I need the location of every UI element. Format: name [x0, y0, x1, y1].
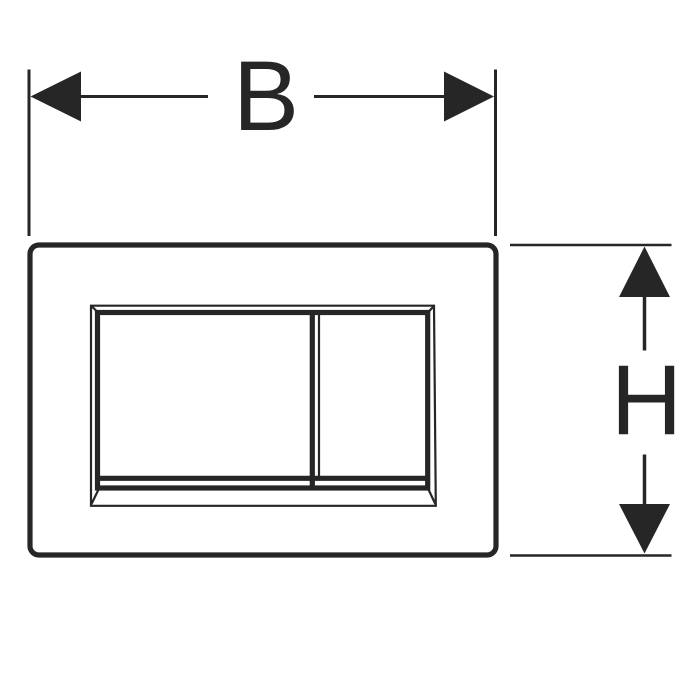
svg-text:B: B [233, 40, 299, 151]
svg-text:H: H [611, 344, 683, 455]
